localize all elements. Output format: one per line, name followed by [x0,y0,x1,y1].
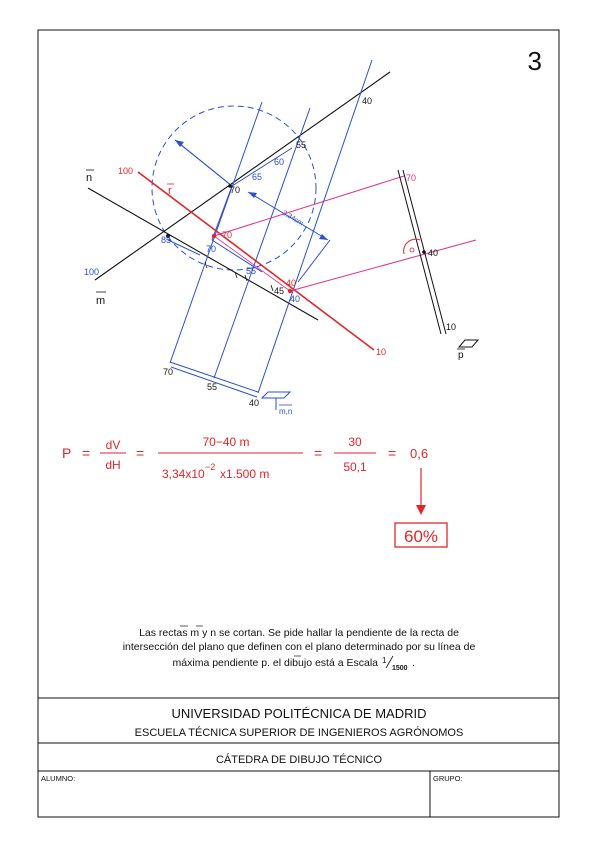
formula-eq-3: = [314,445,322,461]
elev-base-40: 40 [249,398,259,408]
blue-diag-6 [297,239,331,283]
elev-r-40: 40 [286,278,296,288]
blue-diag-2 [231,147,293,187]
plane-p-symbol [457,339,480,348]
dimension-arrow-end [319,234,328,240]
statement-end: . [412,657,415,669]
blue-line-1 [169,101,263,364]
elev-base-70: 70 [163,367,173,377]
dimension-arrow-start [248,192,257,198]
university-name: UNIVERSIDAD POLITÉCNICA DE MADRID [172,706,427,721]
tick-3 [244,274,248,282]
geometry-drawing: 3,34cm n m r [84,59,480,416]
title-block: UNIVERSIDAD POLITÉCNICA DE MADRID ESCUEL… [38,697,559,817]
line-n [94,71,391,281]
formula-dH: dH [105,458,120,472]
dimension-line [247,191,329,241]
elev-r-end: 10 [376,347,386,357]
formula-den-exp: −2 [205,462,215,472]
line-m [87,187,319,321]
percent-result: 60% [404,527,438,546]
right-angle-dot [409,247,415,253]
blue-diag-5 [167,239,201,256]
p-line-1 [397,169,442,335]
blue-line-2 [213,107,311,379]
point-85 [166,234,170,238]
elev-base-55: 55 [207,382,217,392]
elev-m-end: 100 [84,267,99,277]
elev-blue-70: 70 [206,244,216,254]
elev-blue-55: 55 [246,266,256,276]
line-r [137,171,375,351]
label-m: m [96,295,105,307]
tick-2 [234,271,238,279]
label-r: r [168,185,172,197]
formula-num: 70−40 m [202,435,249,449]
magenta-line-3 [213,235,291,292]
percent-box [394,522,448,548]
elev-r-start: 100 [118,166,133,176]
formula-P: P [62,445,71,461]
problem-statement: Las rectas m y n se cortan. Se pide hall… [123,625,476,672]
tick-4 [270,284,274,292]
elev-blue-40: 40 [290,294,300,304]
magenta-line-1 [213,175,405,237]
label-n: n [86,172,92,184]
elev-m-cut: 85 [161,235,171,245]
blue-base-2 [170,366,258,398]
formula-num2: 30 [348,435,362,449]
alumno-label[interactable]: ALUMNO: [41,774,75,783]
statement-line-2: intersección del plano que definen con e… [123,641,476,653]
statement-line-1: Las rectas m y n se cortan. Se pide hall… [139,627,459,639]
dimension-text: 3,34cm [281,210,304,228]
formula-den-a: 3,34x10 [162,467,205,481]
plane-mn-symbol [260,391,292,399]
formula-den2: 50,1 [343,460,367,474]
elev-n-intersection: 70 [230,185,240,195]
radius-line [174,139,233,187]
elev-p-40: 40 [428,248,438,258]
elev-m-45: 45 [274,286,284,296]
dashed-circle [151,105,317,271]
elev-p-10: 10 [446,322,456,332]
slope-formula: P = dV dH = 70−40 m 3,34x10 −2 x1.500 m … [62,435,448,548]
formula-result: 0,6 [410,446,428,461]
point-70-red [211,233,217,239]
radius-arrow [175,140,184,147]
statement-line-3: máxima pendiente p. el dibujo está a Esc… [173,657,379,669]
department-name: CÁTEDRA DE DIBUJO TÉCNICO [216,753,382,766]
blue-diag-4 [211,239,263,273]
label-p: p [458,350,464,361]
school-name: ESCUELA TÉCNICA SUPERIOR DE INGENIEROS A… [135,726,464,739]
scale-slash [385,655,394,669]
formula-dV: dV [106,438,121,452]
elev-r-70: 70 [222,230,232,240]
grupo-label[interactable]: GRUPO: [433,774,463,783]
result-arrow-head [416,505,426,515]
elev-circle-65: 65 [252,172,262,182]
magenta-line-2 [289,239,477,292]
elev-p-70: 70 [406,173,416,183]
sheet-number: 3 [528,46,542,76]
sheet-frame [37,29,560,818]
formula-eq-2: = [136,445,144,461]
right-angle-marker [403,238,421,255]
point-70-n [228,184,232,188]
point-40-p [422,250,426,254]
point-40-red [287,288,293,294]
scale-num: 1 [382,656,387,665]
blue-line-3 [257,59,373,394]
elev-n-top: 40 [362,96,372,106]
formula-eq-4: = [388,445,396,461]
label-plane-mn: m,n [279,407,292,416]
tick-1 [204,261,208,269]
scale-den: 1500 [392,665,408,672]
formula-den-b: x1.500 m [220,467,269,481]
elev-n-mid: 55 [296,140,306,150]
blue-base-1 [169,361,259,393]
formula-eq-1: = [82,445,90,461]
elev-circle-60: 60 [274,157,284,167]
